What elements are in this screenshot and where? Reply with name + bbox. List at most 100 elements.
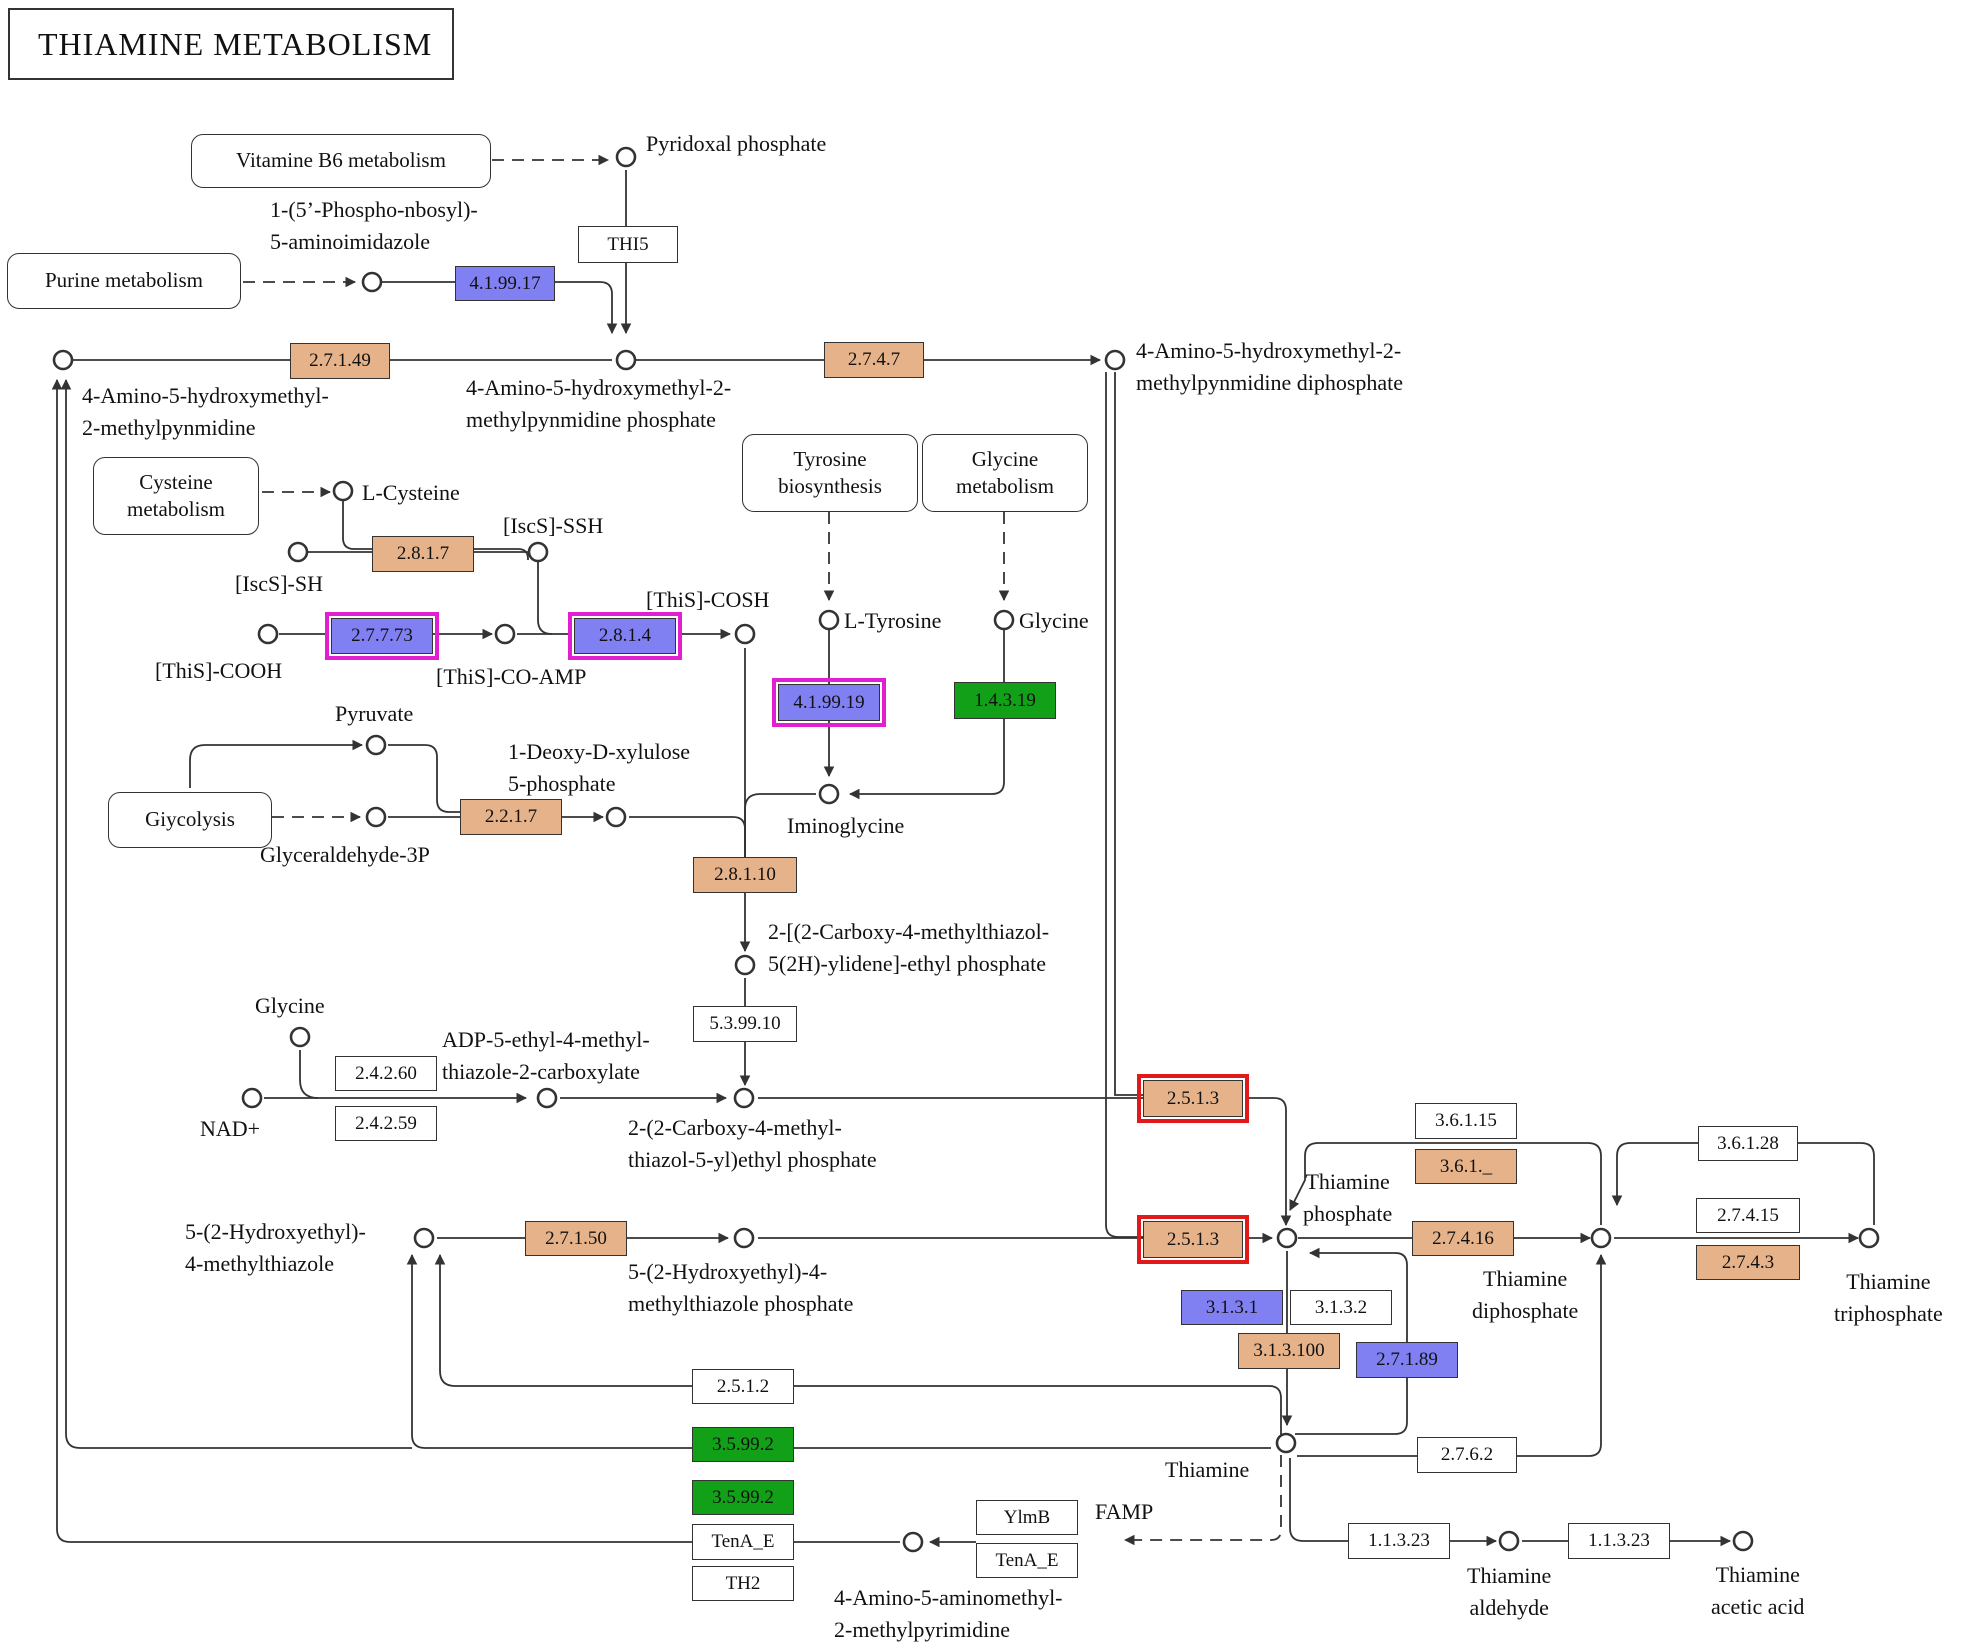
enzyme-th2[interactable]: TH2 xyxy=(692,1566,794,1601)
enzyme-2.7.1.50[interactable]: 2.7.1.50 xyxy=(525,1221,627,1256)
enzyme-3.6.1.15[interactable]: 3.6.1.15 xyxy=(1415,1103,1517,1139)
enzyme-1.1.3.23-second[interactable]: 1.1.3.23 xyxy=(1568,1523,1670,1559)
map-glycolysis[interactable]: Giycolysis xyxy=(108,792,272,848)
node-this-cooh[interactable] xyxy=(257,623,279,645)
enzyme-3.6.1._[interactable]: 3.6.1._ xyxy=(1415,1149,1517,1184)
enzyme-2.5.1.3-upper[interactable]: 2.5.1.3 xyxy=(1137,1074,1249,1123)
node-thiamine-triphosphate[interactable] xyxy=(1858,1227,1880,1249)
map-purine-metabolism[interactable]: Purine metabolism xyxy=(7,253,241,309)
edge-hmppp-2513b xyxy=(1105,372,1145,1238)
label-air: 1-(5’-Phospho-nbosyl)- 5-aminoimidazole xyxy=(270,197,478,254)
label-iminoglycine: Iminoglycine xyxy=(787,813,905,838)
enzyme-2.7.7.73[interactable]: 2.7.7.73 xyxy=(325,612,439,660)
node-pyridoxal-phosphate[interactable] xyxy=(615,146,637,168)
map-glycine-metabolism[interactable]: Glycine metabolism xyxy=(922,434,1088,512)
node-iscs-sh[interactable] xyxy=(287,541,309,563)
map-tyrosine-biosynthesis[interactable]: Tyrosine biosynthesis xyxy=(742,434,918,512)
enzyme-3.1.3.2[interactable]: 3.1.3.2 xyxy=(1290,1290,1392,1325)
enzyme-2.8.1.7[interactable]: 2.8.1.7 xyxy=(372,536,474,572)
node-thz-p[interactable] xyxy=(733,1227,755,1249)
enzyme-2.4.2.60[interactable]: 2.4.2.60 xyxy=(335,1056,437,1091)
enzyme-1.1.3.23-first[interactable]: 1.1.3.23 xyxy=(1348,1523,1450,1559)
edge-pyruvate-2217 xyxy=(388,744,460,813)
enzyme-2.4.2.59[interactable]: 2.4.2.59 xyxy=(335,1106,437,1141)
node-air[interactable] xyxy=(361,271,383,293)
node-pyruvate[interactable] xyxy=(365,734,387,756)
node-glycine-bottom[interactable] xyxy=(289,1026,311,1048)
node-this-co-amp[interactable] xyxy=(494,623,516,645)
node-iminoglycine[interactable] xyxy=(818,783,840,805)
node-glycine-top[interactable] xyxy=(993,609,1015,631)
enzyme-2.7.1.89[interactable]: 2.7.1.89 xyxy=(1356,1342,1458,1378)
node-thiamine-diphosphate[interactable] xyxy=(1590,1227,1612,1249)
enzyme-2.7.4.3[interactable]: 2.7.4.3 xyxy=(1696,1245,1800,1280)
node-nad[interactable] xyxy=(241,1087,263,1109)
label-iscs-ssh: [IscS]-SSH xyxy=(503,513,604,538)
enzyme-tena-e-right[interactable]: TenA_E xyxy=(976,1543,1078,1578)
label-l-cysteine: L-Cysteine xyxy=(362,480,460,505)
label-glyceraldehyde-3p: Glyceraldehyde-3P xyxy=(260,842,430,867)
node-adp-thz[interactable] xyxy=(536,1087,558,1109)
label-glycine-bottom: Glycine xyxy=(255,993,325,1018)
enzyme-2.8.1.4[interactable]: 2.8.1.4 xyxy=(568,612,682,660)
edge-glycolysis-pyruvate xyxy=(189,739,364,788)
node-thiamine-acetic-acid[interactable] xyxy=(1732,1530,1754,1552)
enzyme-2.2.1.7[interactable]: 2.2.1.7 xyxy=(460,799,562,835)
label-thz: 5-(2-Hydroxyethyl)- 4-methylthiazole xyxy=(185,1219,366,1276)
enzyme-2.7.6.2[interactable]: 2.7.6.2 xyxy=(1417,1437,1517,1473)
node-hmp-p[interactable] xyxy=(615,349,637,371)
enzyme-ylmb[interactable]: YlmB xyxy=(976,1500,1078,1535)
node-hmp[interactable] xyxy=(52,349,74,371)
map-vitamin-b6-metabolism[interactable]: Vitamine B6 metabolism xyxy=(191,134,491,188)
enzyme-2.8.1.10[interactable]: 2.8.1.10 xyxy=(693,857,797,893)
label-this-cooh: [ThiS]-COOH xyxy=(155,658,283,683)
edge-thiamine-11323a xyxy=(1289,1458,1348,1542)
label-l-tyrosine: L-Tyrosine xyxy=(844,608,942,633)
node-dxp[interactable] xyxy=(605,806,627,828)
node-thiamine-phosphate[interactable] xyxy=(1276,1227,1298,1249)
node-thiamine-aldehyde[interactable] xyxy=(1498,1530,1520,1552)
enzyme-3.1.3.1[interactable]: 3.1.3.1 xyxy=(1181,1290,1283,1325)
node-l-tyrosine[interactable] xyxy=(818,609,840,631)
enzyme-2.5.1.3-lower[interactable]: 2.5.1.3 xyxy=(1137,1215,1249,1264)
enzyme-3.5.99.2-upper[interactable]: 3.5.99.2 xyxy=(692,1427,794,1462)
node-iscs-ssh[interactable] xyxy=(527,541,549,563)
enzyme-4.1.99.19[interactable]: 4.1.99.19 xyxy=(772,678,886,727)
enzyme-4.1.99.17[interactable]: 4.1.99.17 xyxy=(455,266,555,301)
enzyme-5.3.99.10[interactable]: 5.3.99.10 xyxy=(693,1006,797,1042)
node-cthz-p2[interactable] xyxy=(733,1087,755,1109)
node-cthz-p[interactable] xyxy=(734,954,756,976)
label-this-co-amp: [ThiS]-CO-AMP xyxy=(436,664,587,689)
label-thiamine-diphosphate: Thiamine diphosphate xyxy=(1472,1266,1579,1323)
edge-hmppp-2513a xyxy=(1114,372,1145,1096)
label-cthz-p: 2-[(2-Carboxy-4-methylthiazol- 5(2H)-yli… xyxy=(768,919,1050,976)
enzyme-thi5[interactable]: THI5 xyxy=(578,226,678,263)
enzyme-2.7.4.7[interactable]: 2.7.4.7 xyxy=(824,342,924,378)
edge-thiamine-2512 xyxy=(794,1385,1282,1440)
label-glycine-top: Glycine xyxy=(1019,608,1089,633)
enzyme-3.1.3.100[interactable]: 3.1.3.100 xyxy=(1238,1333,1340,1369)
edge-gly-adpthz xyxy=(299,1050,319,1099)
label-dxp: 1-Deoxy-D-xylulose 5-phosphate xyxy=(508,739,691,796)
node-l-cysteine[interactable] xyxy=(332,480,354,502)
enzyme-3.5.99.2-lower[interactable]: 3.5.99.2 xyxy=(692,1480,794,1515)
enzyme-2.7.1.49[interactable]: 2.7.1.49 xyxy=(290,343,390,379)
diagram-title: THIAMINE METABOLISM xyxy=(8,8,454,80)
edge-dxp-28110 xyxy=(629,816,746,857)
node-this-cosh[interactable] xyxy=(734,623,756,645)
enzyme-2.5.1.2[interactable]: 2.5.1.2 xyxy=(692,1369,794,1404)
edge-iscsssh-2814 xyxy=(537,562,553,635)
node-thiamine[interactable] xyxy=(1275,1432,1297,1454)
node-hmp-pp[interactable] xyxy=(1104,349,1126,371)
enzyme-3.6.1.28[interactable]: 3.6.1.28 xyxy=(1698,1126,1798,1161)
enzyme-2.7.4.16[interactable]: 2.7.4.16 xyxy=(1412,1221,1514,1256)
label-this-cosh: [ThiS]-COSH xyxy=(646,587,770,612)
node-g3p[interactable] xyxy=(365,806,387,828)
enzyme-1.4.3.19[interactable]: 1.4.3.19 xyxy=(954,682,1056,719)
node-ammp[interactable] xyxy=(902,1531,924,1553)
node-thz[interactable] xyxy=(413,1227,435,1249)
enzyme-tena-e-left[interactable]: TenA_E xyxy=(692,1524,794,1560)
map-cysteine-metabolism[interactable]: Cysteine metabolism xyxy=(93,457,259,535)
edge-2762-tpp xyxy=(1517,1253,1607,1457)
enzyme-2.7.4.15[interactable]: 2.7.4.15 xyxy=(1696,1198,1800,1233)
